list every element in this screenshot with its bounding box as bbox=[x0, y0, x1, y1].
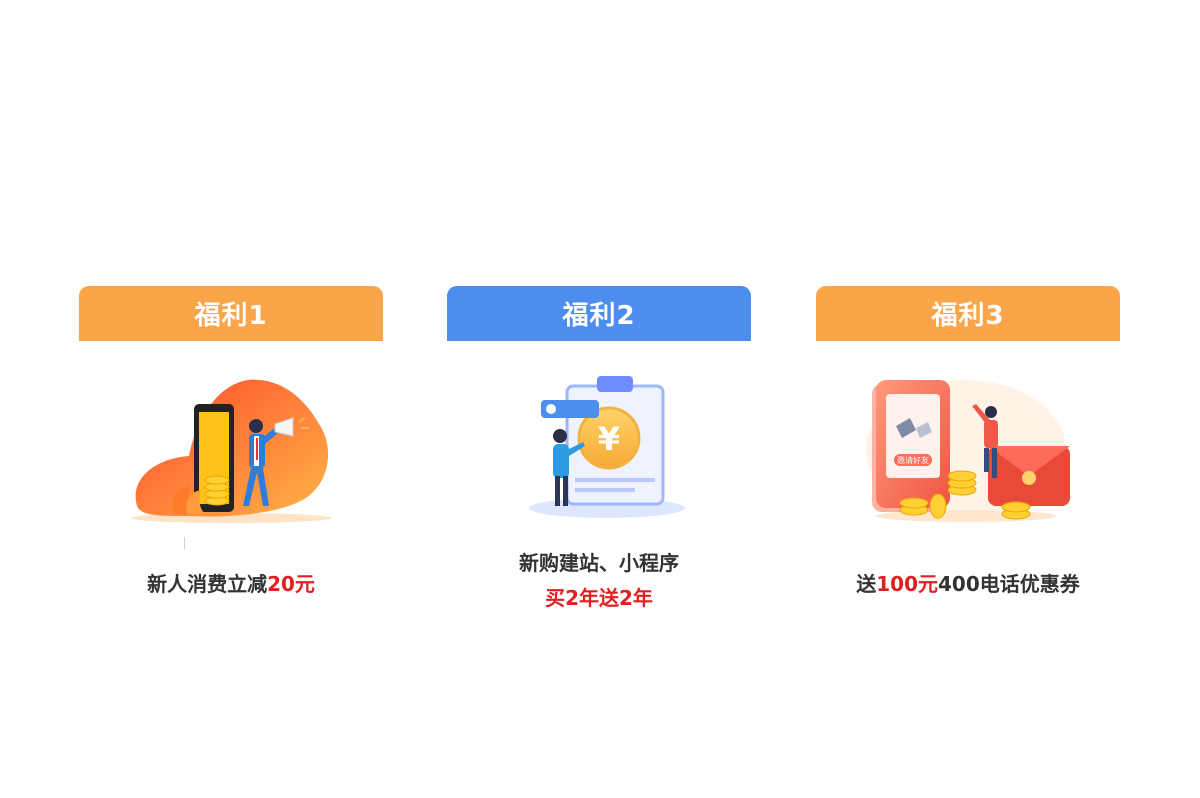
card-header: 福利2 bbox=[447, 286, 751, 341]
card-title: 福利3 bbox=[931, 301, 1005, 331]
megaphone-phone-coins-illustration bbox=[131, 379, 331, 523]
caption-line-2: 买2年送2年 bbox=[545, 586, 653, 610]
card-caption: 新人消费立减20元 bbox=[79, 568, 383, 597]
caption-text: 新人消费立减 bbox=[147, 572, 268, 596]
phone-redpacket-coins-illustration: 邀请好友 bbox=[866, 380, 1070, 522]
card-header: 福利3 bbox=[816, 286, 1120, 341]
caption-text-suffix: 400电话优惠券 bbox=[938, 572, 1080, 596]
clipboard-yuan-coin-illustration: ¥ bbox=[529, 376, 685, 518]
welfare-card-3[interactable]: 福利3 邀请好友 bbox=[816, 286, 1120, 596]
divider-tick bbox=[184, 537, 185, 549]
card-title: 福利1 bbox=[194, 301, 268, 331]
card-caption: 送100元400电话优惠券 bbox=[816, 568, 1120, 597]
welfare-card-1[interactable]: 福利1 新人消费立减20元 bbox=[79, 286, 383, 596]
caption-highlight: 100元 bbox=[876, 572, 938, 596]
svg-text:¥: ¥ bbox=[598, 420, 620, 458]
card-caption: 新购建站、小程序 买2年送2年 bbox=[447, 546, 751, 616]
caption-text: 送 bbox=[856, 572, 877, 596]
caption-line-1: 新购建站、小程序 bbox=[519, 551, 679, 575]
caption-highlight: 20元 bbox=[267, 572, 315, 596]
card-title: 福利2 bbox=[562, 301, 636, 331]
invite-friends-label: 邀请好友 bbox=[897, 455, 929, 465]
card-header: 福利1 bbox=[79, 286, 383, 341]
welfare-card-2[interactable]: 福利2 ¥ 新购建站、小程序 买2年送2年 bbox=[447, 286, 751, 610]
